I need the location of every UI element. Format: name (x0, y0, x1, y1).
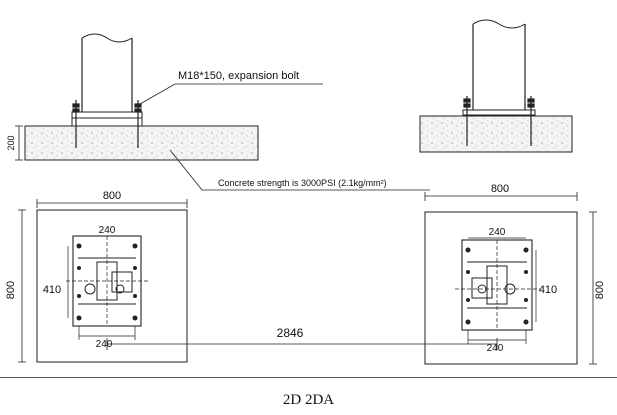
left-bolt-holes (76, 243, 138, 321)
right-plan: 800 800 240 240 410 (424, 183, 606, 365)
right-base-plate (462, 109, 536, 116)
right-bolt-holes (465, 247, 529, 325)
left-column (81, 38, 133, 112)
divider-line (0, 377, 617, 378)
right-bolt-vertical: 410 (539, 284, 557, 296)
concrete-callout: Concrete strength is 3000PSI (2.1kg/mm²) (218, 178, 387, 188)
left-bolt-vertical: 410 (43, 284, 61, 296)
left-elevation: 200 M18*150, expansion bolt Concrete str… (6, 33, 430, 191)
center-distance-label: 2846 (277, 326, 304, 340)
left-base-plate (71, 111, 143, 119)
right-bolt-top: 240 (489, 227, 506, 238)
left-column-break (81, 33, 133, 43)
right-elevation (419, 19, 573, 153)
right-concrete-slab (419, 115, 573, 153)
right-anchor-bolts (463, 96, 535, 146)
left-plate-width: 800 (103, 190, 121, 202)
left-plate-height: 800 (5, 281, 17, 299)
right-plan-plate (424, 211, 578, 365)
left-bolt-top: 240 (99, 225, 116, 236)
right-plate-width: 800 (491, 183, 509, 195)
left-bolt-bottom: 240 (96, 339, 113, 350)
slab-thickness-label: 200 (6, 135, 16, 150)
concrete-leader (169, 149, 430, 191)
bolt-callout: M18*150, expansion bolt (178, 70, 299, 82)
right-column (472, 24, 526, 110)
left-concrete-slab (24, 125, 259, 161)
figure-caption: 2D 2DA (282, 392, 335, 408)
right-plate-height: 800 (594, 281, 606, 299)
left-plan: 800 800 240 240 (5, 190, 188, 363)
center-distance-dimension: 2846 (106, 326, 498, 350)
right-bolt-bottom: 240 (487, 343, 504, 354)
foundation-drawing: 200 M18*150, expansion bolt Concrete str… (5, 19, 606, 365)
bolt-leader (135, 83, 323, 109)
